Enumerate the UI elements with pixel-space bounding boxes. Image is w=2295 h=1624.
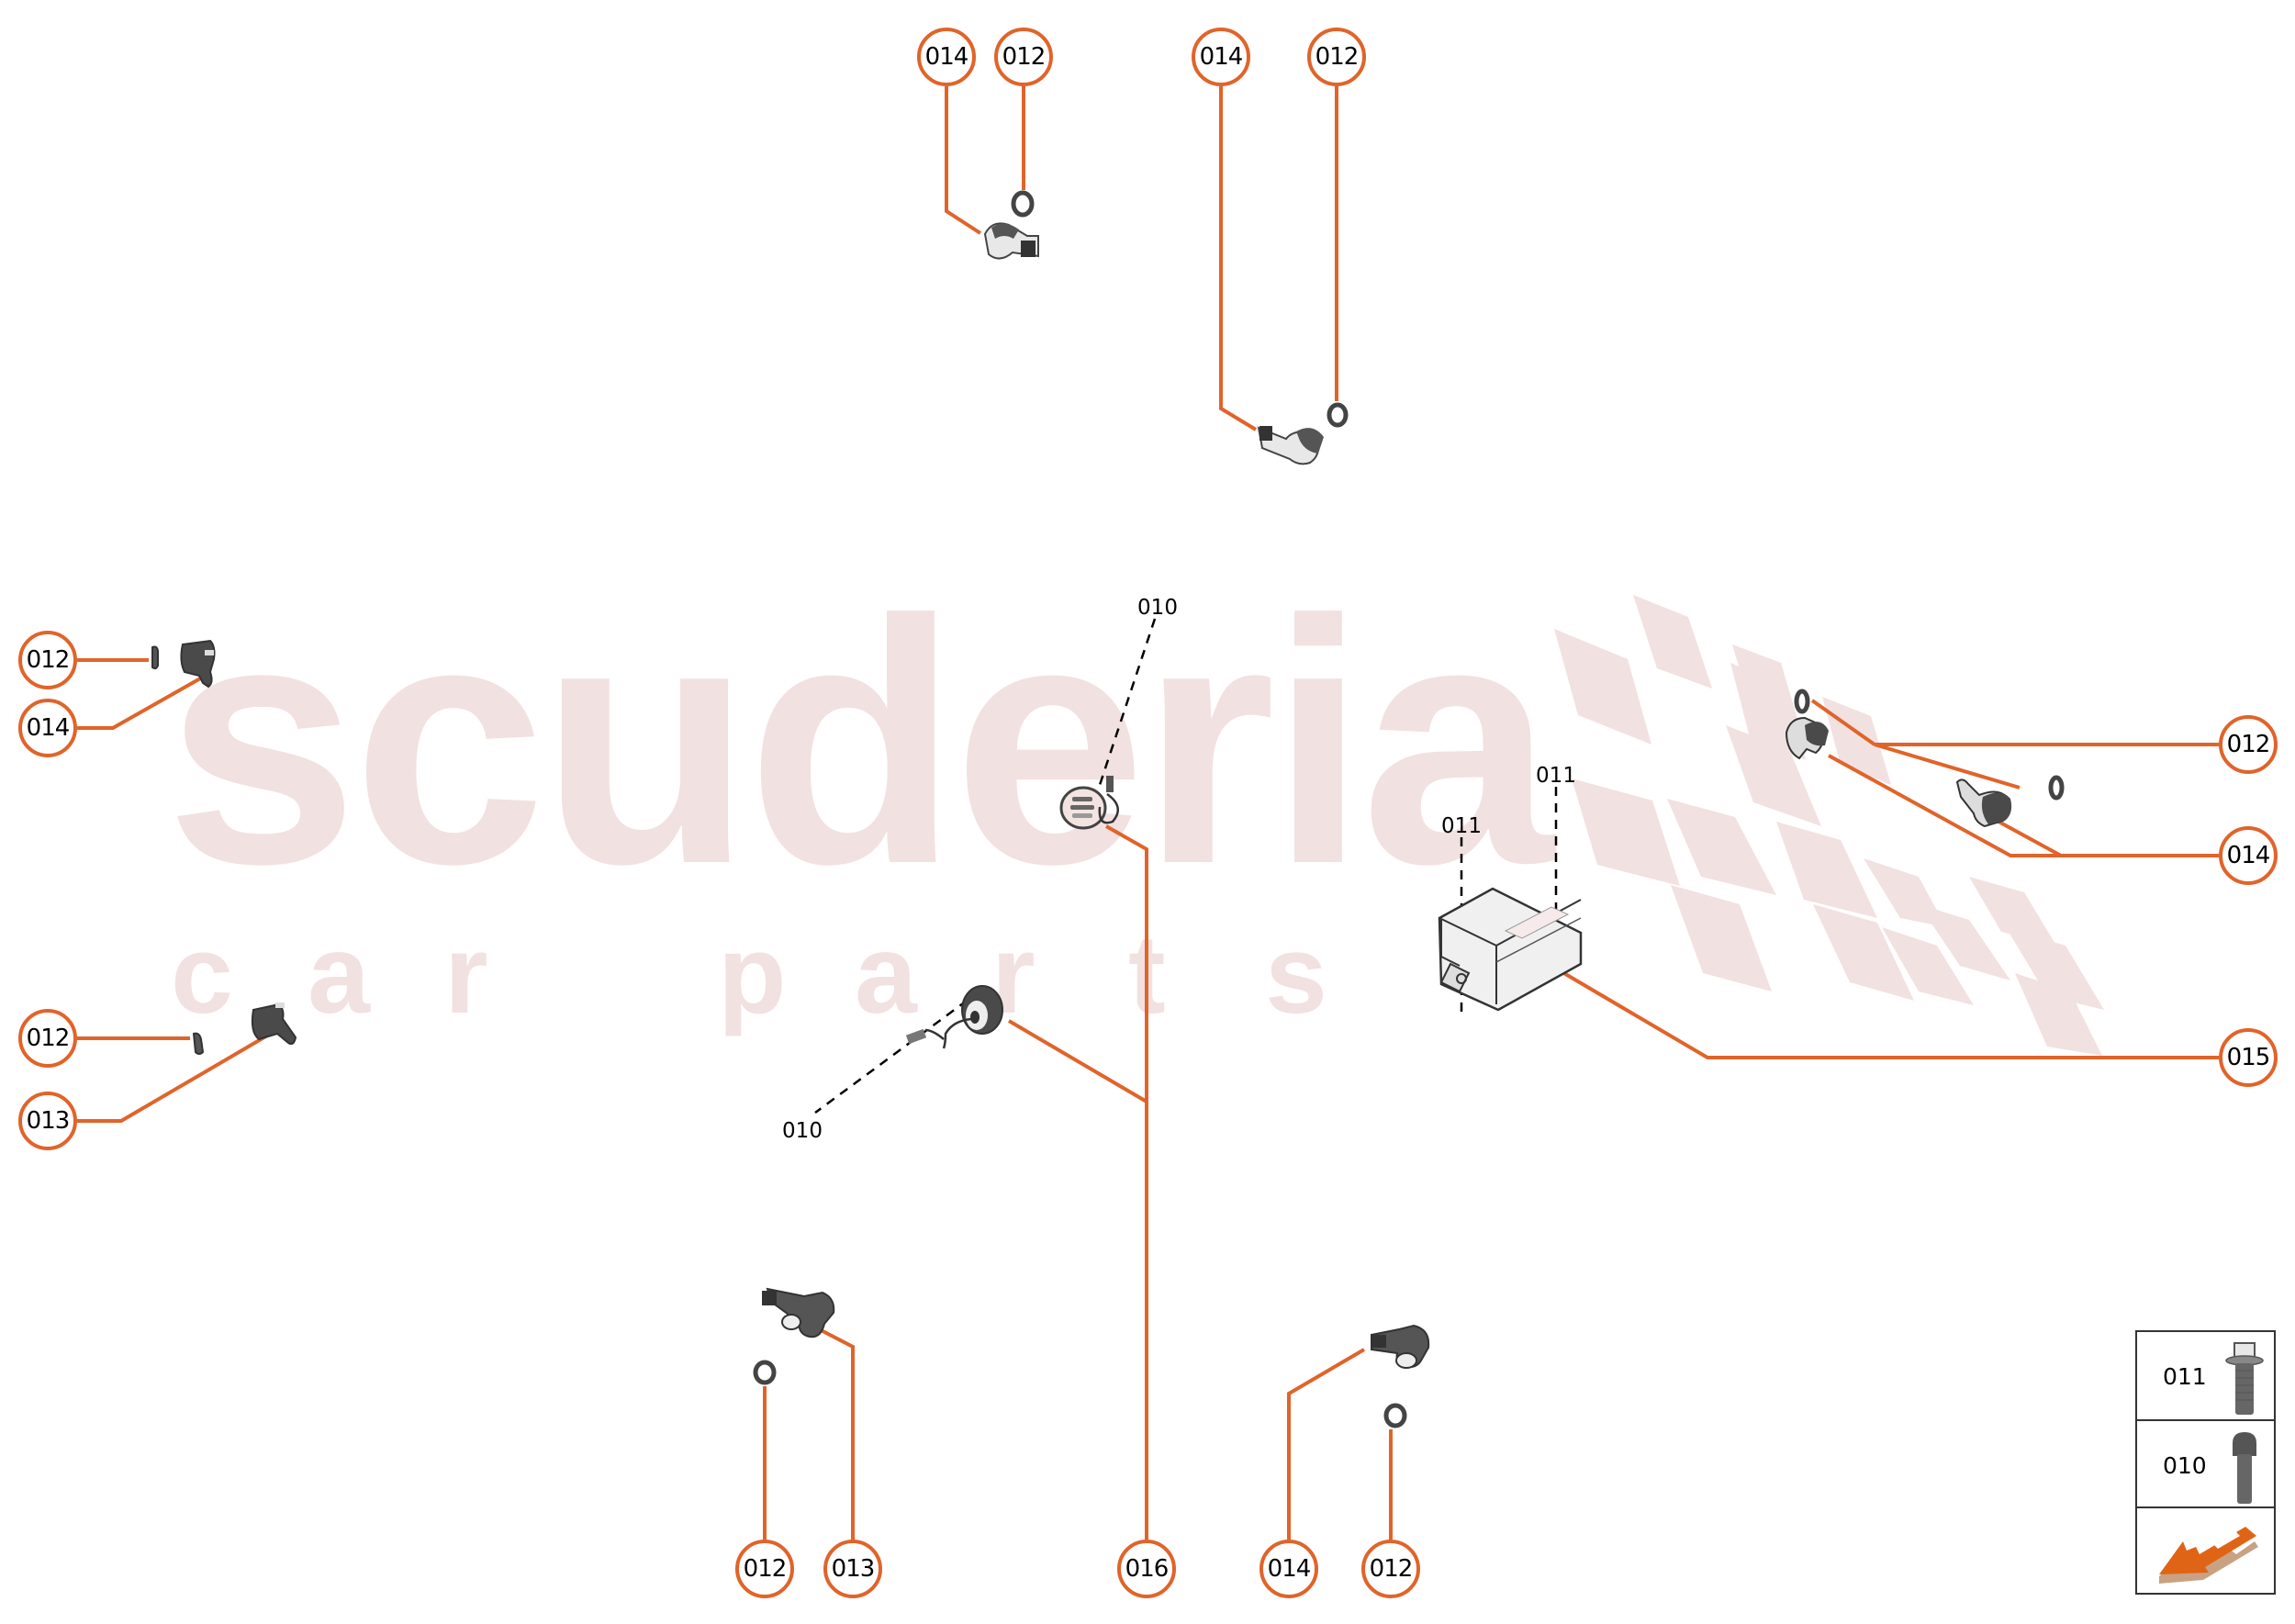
callout-012[interactable]: 012 xyxy=(735,1540,794,1598)
screw-dashed-lines xyxy=(814,618,1558,1114)
callout-012[interactable]: 012 xyxy=(2219,715,2278,774)
buzzer-icon xyxy=(1059,776,1119,830)
callout-014[interactable]: 014 xyxy=(18,699,77,757)
callout-label: 012 xyxy=(1315,43,1360,71)
callout-label: 012 xyxy=(26,1025,71,1052)
parking-sensor-icon xyxy=(1371,1324,1430,1428)
screw-label-011[interactable]: 011 xyxy=(1536,764,1576,788)
callout-012[interactable]: 012 xyxy=(1361,1540,1420,1598)
cheese-head-screw-icon xyxy=(2233,1432,2256,1504)
callout-014[interactable]: 014 xyxy=(917,28,976,86)
screw-label-011[interactable]: 011 xyxy=(1441,814,1482,838)
parking-sensor-icon xyxy=(151,639,216,689)
parking-sensor-icon xyxy=(1257,402,1349,465)
leader-lines xyxy=(77,86,2219,1540)
checkered-flag-icon xyxy=(1554,595,2104,1056)
callout-label: 015 xyxy=(2226,1044,2271,1071)
callout-label: 012 xyxy=(2226,731,2271,758)
callout-label: 014 xyxy=(2226,842,2271,869)
legend-row-011[interactable]: 011 xyxy=(2137,1332,2274,1421)
callout-label: 014 xyxy=(924,43,969,71)
callout-label: 014 xyxy=(1199,43,1244,71)
parking-sensor-icon xyxy=(1955,775,2065,828)
legend-label: 011 xyxy=(2163,1363,2207,1390)
callout-014[interactable]: 014 xyxy=(1259,1540,1318,1598)
legend-label: 010 xyxy=(2163,1452,2207,1479)
callout-label: 012 xyxy=(26,646,71,674)
callout-013[interactable]: 013 xyxy=(823,1540,882,1598)
callout-label: 013 xyxy=(831,1555,876,1583)
legend-row-direction[interactable] xyxy=(2137,1508,2274,1595)
screw-label-010[interactable]: 010 xyxy=(1137,596,1178,620)
callout-013[interactable]: 013 xyxy=(18,1092,77,1150)
legend-row-010[interactable]: 010 xyxy=(2137,1421,2274,1508)
callout-label: 014 xyxy=(26,714,71,742)
callout-012[interactable]: 012 xyxy=(994,28,1053,86)
callout-016[interactable]: 016 xyxy=(1117,1540,1176,1598)
parking-sensor-icon xyxy=(192,1002,297,1055)
parking-sensor-icon xyxy=(1785,689,1829,760)
flange-hex-bolt-icon xyxy=(2225,1342,2264,1415)
callout-012[interactable]: 012 xyxy=(1307,28,1366,86)
parking-sensor-icon xyxy=(983,190,1039,260)
callout-012[interactable]: 012 xyxy=(18,1009,77,1068)
buzzer-icon xyxy=(905,985,1003,1049)
control-unit-icon xyxy=(1438,887,1583,1012)
callout-015[interactable]: 015 xyxy=(2219,1028,2278,1087)
callout-014[interactable]: 014 xyxy=(1192,28,1250,86)
callout-012[interactable]: 012 xyxy=(18,631,77,689)
callout-label: 016 xyxy=(1125,1555,1170,1583)
callout-label: 012 xyxy=(743,1555,788,1583)
direction-arrow-icon xyxy=(2159,1527,2258,1584)
fastener-legend: 011 010 xyxy=(2135,1330,2276,1595)
parking-sensor-icon xyxy=(753,1287,835,1385)
callout-label: 012 xyxy=(1369,1555,1414,1583)
callout-label: 014 xyxy=(1267,1555,1312,1583)
callout-label: 012 xyxy=(1002,43,1047,71)
screw-label-010[interactable]: 010 xyxy=(782,1119,823,1143)
callout-label: 013 xyxy=(26,1107,71,1135)
callout-014[interactable]: 014 xyxy=(2219,826,2278,885)
